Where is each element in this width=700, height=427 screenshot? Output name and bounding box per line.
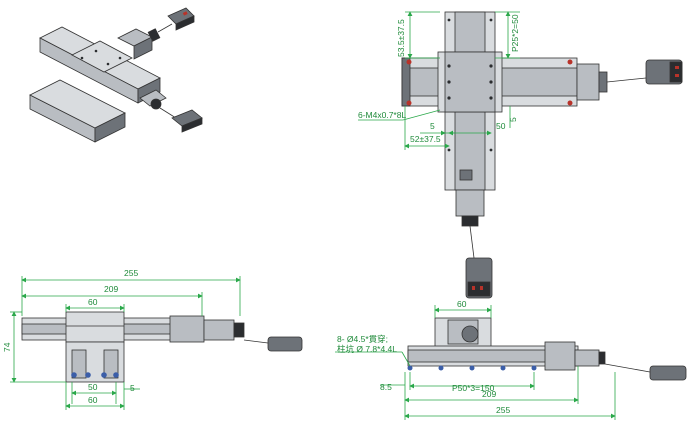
dim-front-offset: 8.5 <box>380 382 392 392</box>
dim-five-left: 5 <box>430 121 435 131</box>
dim-top-left-vert: 53.5±37.5 <box>396 19 406 57</box>
dim-side-mount-inner: 50 <box>88 382 98 392</box>
side-connector <box>267 336 303 352</box>
side-motor <box>203 319 235 341</box>
dim-front-hole-note-2: 柱坑 Ø 7.8*4.4L <box>337 344 397 354</box>
dim-front-total: 255 <box>496 405 510 415</box>
dim-fifty-right: 50 <box>496 121 506 131</box>
iso-bottom-coupler <box>150 98 162 110</box>
dim-thread-note: 6-M4x0.7*8L <box>358 110 406 120</box>
dim-side-height: 74 <box>2 342 12 352</box>
dim-five-right: 5 <box>508 117 518 122</box>
dim-side-offset: 5 <box>130 383 135 393</box>
front-view: 60 8- Ø4.5*貫穿; 柱坑 Ø 7.8*4.4L 8.5 P50*3=1… <box>335 299 687 420</box>
dim-front-pitch: P50*3=150 <box>452 383 495 393</box>
front-motor <box>574 349 600 367</box>
side-motor-block <box>169 315 205 343</box>
side-view: 255 209 60 74 50 60 5 <box>2 268 303 410</box>
top-right-motor <box>576 63 600 101</box>
dim-top-right-vert: P25*2=50 <box>510 14 520 52</box>
dim-front-stroke: 209 <box>482 389 496 399</box>
top-view: 53.5±37.5 P25*2=50 6-M4x0.7*8L 5 50 5 52… <box>358 11 683 299</box>
iso-carriage <box>71 40 133 73</box>
dim-front-carriage: 60 <box>457 299 467 309</box>
dim-side-carriage: 60 <box>88 297 98 307</box>
top-bottom-motor <box>455 189 485 217</box>
front-connector <box>649 365 687 381</box>
front-motor-block <box>544 341 576 371</box>
dim-side-stroke: 209 <box>104 284 118 294</box>
dim-side-mount-outer: 60 <box>88 395 98 405</box>
dim-front-hole-note-1: 8- Ø4.5*貫穿; <box>337 334 388 344</box>
iso-lower-rail-end <box>94 112 126 143</box>
iso-bottom-motor <box>139 89 167 107</box>
dim-bottom-horiz: 52±37.5 <box>410 134 441 144</box>
dim-side-total: 255 <box>124 268 138 278</box>
isometric-view <box>29 7 203 143</box>
side-carriage <box>65 311 125 343</box>
